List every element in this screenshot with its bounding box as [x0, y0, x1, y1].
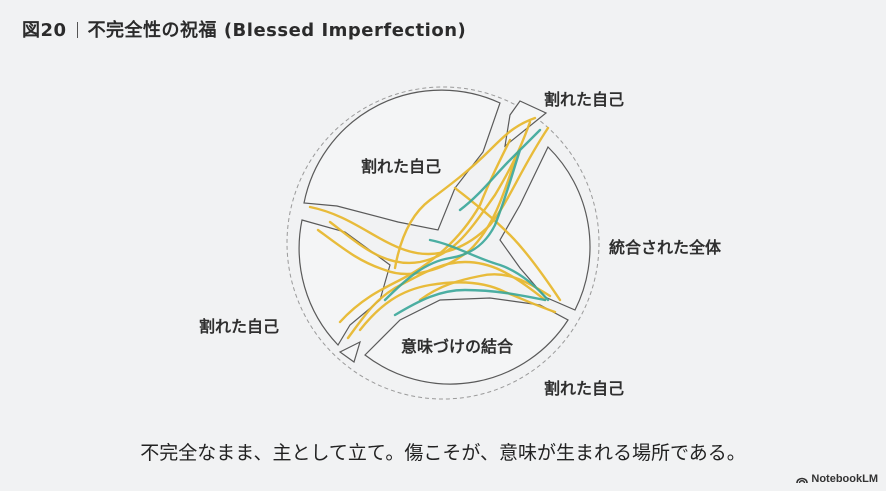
- figure-number: 図20: [22, 20, 67, 41]
- label-left: 割れた自己: [199, 317, 280, 336]
- fragment-chip: [338, 340, 361, 363]
- fragment-bottom: [364, 297, 569, 385]
- title-separator: [76, 22, 78, 38]
- label-top-right: 割れた自己: [544, 90, 625, 109]
- label-inner-bottom: 意味づけの結合: [401, 337, 514, 356]
- teal-seams: [383, 128, 550, 317]
- fragment-left: [298, 219, 391, 346]
- fragment-right: [499, 145, 591, 311]
- fragment-top-right: [504, 100, 548, 148]
- notebooklm-logo-icon: [796, 477, 809, 484]
- label-inner-top: 割れた自己: [361, 157, 442, 176]
- fragment-top-left: [303, 89, 501, 231]
- gold-seams: [308, 116, 562, 340]
- page-title: 図20 不完全性の祝福 (Blessed Imperfection): [22, 16, 466, 42]
- label-bottom-right: 割れた自己: [544, 379, 625, 398]
- figure-title: 不完全性の祝福 (Blessed Imperfection): [87, 20, 467, 41]
- outer-dashed-circle: [286, 86, 600, 400]
- label-right: 統合された全体: [609, 238, 722, 257]
- brand-name: NotebookLM: [811, 473, 878, 485]
- caption: 不完全なまま、主として立て。傷こそが、意味が生まれる場所である。: [140, 442, 746, 464]
- brand: NotebookLM: [796, 473, 878, 485]
